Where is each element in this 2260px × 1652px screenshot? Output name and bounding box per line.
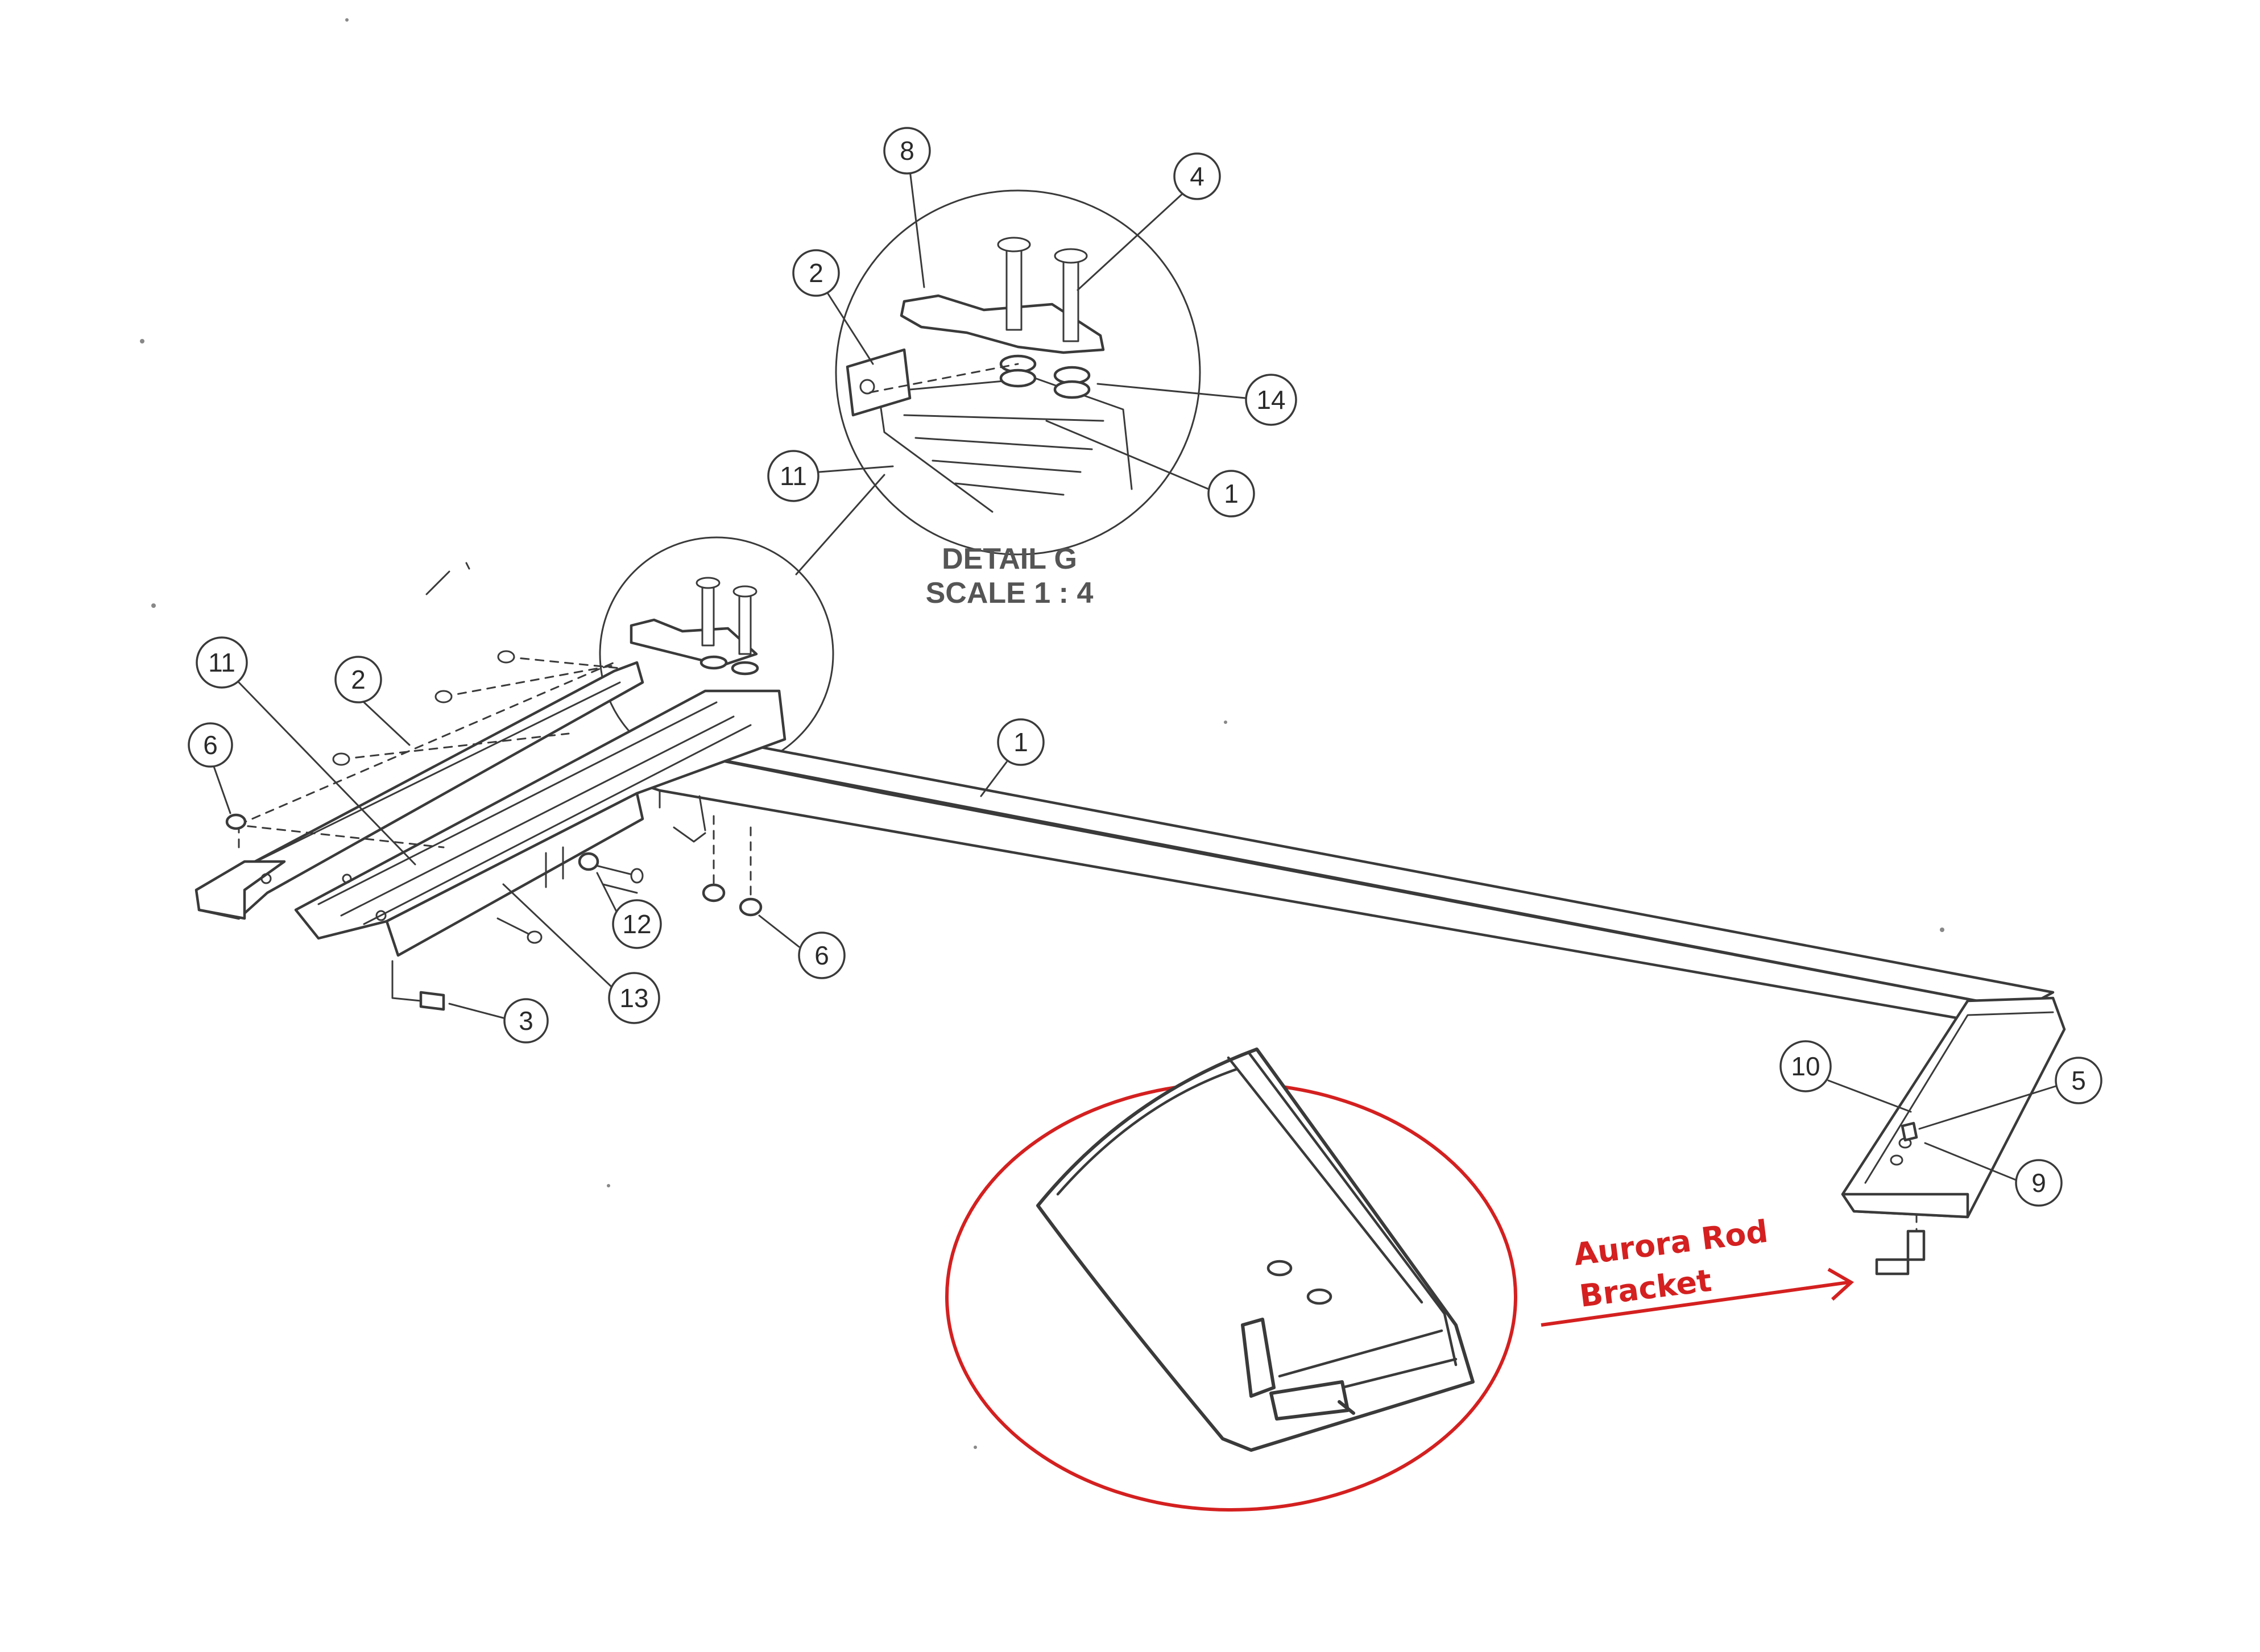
aurora-annotation: Aurora Rod Bracket (1541, 1214, 1855, 1327)
aurora-arrowhead (1827, 1268, 1855, 1301)
callout-main-5 (2055, 1057, 2102, 1104)
detail-dashed-guide (869, 363, 1019, 394)
callout-label: 9 (2031, 1168, 2046, 1198)
callout-detail-4 (1173, 152, 1221, 200)
callout-label: 4 (1190, 162, 1204, 191)
main-tube (641, 729, 2055, 1031)
callout-label: 11 (780, 461, 807, 491)
callout-detail-2 (792, 249, 840, 297)
callout-label: 12 (622, 909, 651, 939)
aurora-arrow-line (1541, 1281, 1849, 1327)
callout-main-13 (608, 972, 660, 1024)
callout-label: 2 (809, 258, 823, 288)
detail-bracket-plate (846, 348, 912, 417)
detail-scale: SCALE 1 : 4 (926, 577, 1094, 610)
left-end-assembly (194, 562, 787, 1011)
callout-detail-1 (1207, 470, 1255, 517)
callout-label: 1 (1013, 727, 1028, 757)
callout-main-12 (612, 899, 662, 949)
callout-label: 13 (619, 983, 648, 1013)
detail-title: DETAIL G (942, 543, 1077, 575)
right-end-bracket (1841, 996, 2066, 1276)
callout-detail-11 (767, 450, 819, 502)
scan-specks (140, 18, 1944, 1449)
callout-main-11 (196, 636, 248, 689)
callout-main-10 (1779, 1040, 1832, 1092)
detail-bolts (997, 237, 1088, 342)
base-plate (385, 792, 644, 957)
callout-detail-8 (883, 127, 931, 175)
detail-bracket-hole (859, 379, 875, 395)
callout-label: 11 (208, 648, 235, 677)
callout-main-1 (997, 718, 1045, 766)
callout-main-3 (503, 998, 549, 1044)
callout-label: 5 (2071, 1066, 2086, 1095)
callout-label: 6 (203, 730, 218, 760)
callout-label: 8 (900, 136, 914, 165)
callout-label: 10 (1791, 1051, 1820, 1081)
detail-clamp-plate (900, 294, 1105, 354)
aurora-label-line1: Aurora Rod (1572, 1214, 1770, 1273)
callout-main-6 (188, 722, 233, 768)
detail-g-view (835, 189, 1201, 556)
aurora-bracket-closeup (945, 1047, 1517, 1512)
callout-label: 1 (1224, 479, 1239, 508)
callout-label: 6 (814, 941, 829, 970)
callout-main-2 (334, 656, 382, 703)
detail-leader-line (795, 474, 885, 575)
callout-main-9 (2015, 1159, 2063, 1207)
callout-label: 3 (519, 1006, 533, 1036)
callout-label: 14 (1256, 385, 1285, 415)
aurora-label-line2: Bracket (1578, 1262, 1713, 1314)
callout-detail-14 (1245, 374, 1297, 426)
callouts: 8 4 2 14 11 1 11 2 6 1 (188, 127, 2102, 1207)
callout-main-6-lower (798, 931, 846, 979)
callout-label: 2 (351, 665, 366, 694)
